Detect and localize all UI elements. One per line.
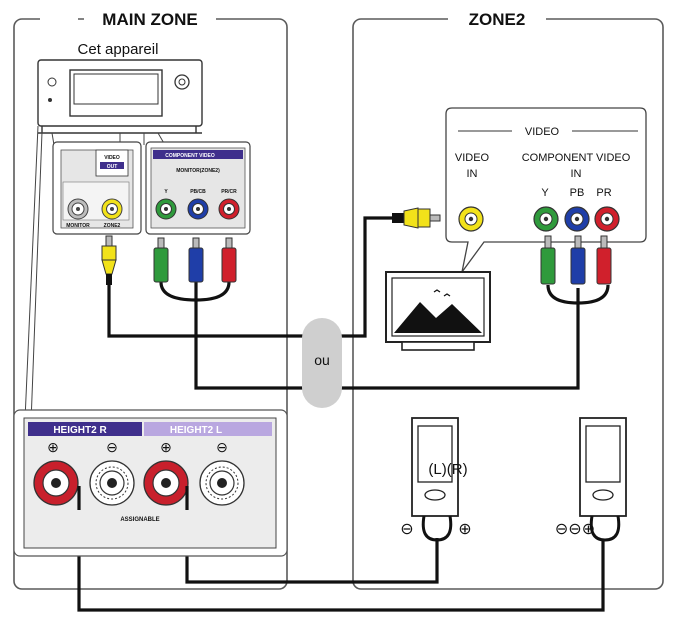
video-out-panel: VIDEO OUT MONITOR ZONE2 — [52, 141, 142, 235]
component-pr-jack — [218, 198, 240, 220]
monitor-out-jack — [67, 198, 89, 220]
zone2-jack-label: ZONE2 — [104, 223, 121, 229]
component-plug-green-zone2 — [540, 235, 556, 285]
video-plug-main — [101, 235, 117, 285]
tv-video-in-jack — [458, 206, 484, 232]
component-y-jack — [155, 198, 177, 220]
component-plug-red-zone2 — [596, 235, 612, 285]
zone2-title: ZONE2 — [469, 10, 526, 29]
speaker-right-wire-loop — [589, 515, 621, 542]
monitor-label: MONITOR — [66, 223, 90, 229]
speaker-lr-label: (L)(R) — [428, 461, 467, 478]
zone2-speaker-left — [411, 417, 459, 517]
terminal-plus-2: ⊕ — [160, 439, 172, 455]
component-plug-blue-zone2 — [570, 235, 586, 285]
component-video-panel: COMPONENT VIDEO MONITOR(ZONE2) Y PB/CB P… — [145, 141, 251, 235]
height2-l-label: HEIGHT2 L — [170, 425, 222, 436]
tv-video-in-label-line1: VIDEO — [455, 152, 490, 164]
speaker-left-plus: ⊕ — [458, 521, 471, 538]
video-plug-zone2 — [392, 207, 441, 229]
speaker-left-minus: ⊖ — [400, 521, 413, 538]
assignable-label: ASSIGNABLE — [120, 517, 159, 523]
av-receiver — [37, 59, 203, 134]
tv-pb-label: PB — [570, 187, 585, 199]
tv-component-label-line2: IN — [571, 168, 582, 180]
terminal-minus-2: ⊖ — [216, 439, 228, 455]
component-monitor-subheader: MONITOR(ZONE2) — [176, 168, 220, 174]
video-out-header: VIDEO — [104, 155, 120, 161]
component-video-header: COMPONENT VIDEO — [165, 153, 215, 159]
height2-r-minus-terminal — [89, 460, 135, 506]
device-label: Cet appareil — [78, 41, 159, 58]
tv-pb-jack — [564, 206, 590, 232]
or-label: ou — [314, 352, 330, 368]
zone2-video-out-jack — [101, 198, 123, 220]
terminal-plus-1: ⊕ — [47, 439, 59, 455]
height2-r-label: HEIGHT2 R — [53, 425, 107, 436]
tv-pr-jack — [594, 206, 620, 232]
component-pb-jack — [187, 198, 209, 220]
height2-r-plus-terminal — [33, 460, 79, 506]
height2-l-plus-terminal — [143, 460, 189, 506]
speaker-left-wire-loop — [421, 515, 453, 542]
component-video-cable — [159, 281, 610, 390]
video-out-subheader: OUT — [107, 164, 118, 170]
tv-pr-label: PR — [596, 187, 611, 199]
component-pb-label: PB/CB — [190, 189, 206, 195]
component-plug-blue-main — [188, 237, 204, 283]
tv-y-label: Y — [541, 187, 549, 199]
component-plug-green-main — [153, 237, 169, 283]
terminal-minus-1: ⊖ — [106, 439, 118, 455]
tv-input-callout: VIDEO VIDEO IN COMPONENT VIDEO IN Y PB P… — [445, 107, 647, 273]
component-plug-red-main — [221, 237, 237, 283]
tv-video-group-label: VIDEO — [525, 126, 560, 138]
zone2-speaker-right — [579, 417, 627, 517]
or-separator: ou — [302, 318, 342, 408]
video-cable — [107, 216, 392, 338]
speaker-right-terminals: ⊖⊖⊕ — [555, 521, 595, 538]
tv-video-in-label-line2: IN — [467, 168, 478, 180]
height2-l-minus-terminal — [199, 460, 245, 506]
speaker-terminal-panel: HEIGHT2 R HEIGHT2 L ⊕ ⊖ ⊕ ⊖ ASS — [13, 409, 288, 557]
zone2-tv — [385, 271, 491, 351]
tv-component-label-line1: COMPONENT VIDEO — [522, 152, 631, 164]
tv-y-jack — [533, 206, 559, 232]
component-pr-label: PR/CR — [221, 189, 237, 195]
component-y-label: Y — [164, 189, 168, 195]
main-zone-title: MAIN ZONE — [102, 10, 197, 29]
